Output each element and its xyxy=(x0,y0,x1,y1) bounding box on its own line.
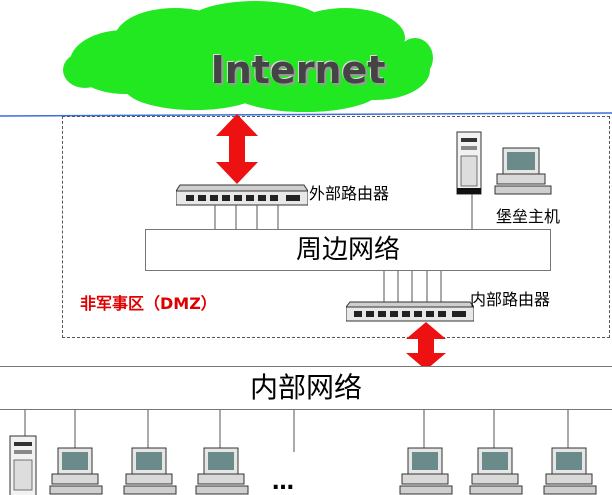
more-hosts-ellipsis: … xyxy=(272,470,296,495)
workstation-icon xyxy=(123,447,177,495)
perimeter-network-label: 周边网络 xyxy=(295,235,400,265)
server-tower-icon xyxy=(9,435,37,495)
perimeter-network-box xyxy=(145,229,551,271)
internal-hosts xyxy=(9,435,597,495)
double-arrow-icon xyxy=(406,322,446,370)
workstation-icon xyxy=(195,447,249,495)
internal-router-label: 内部路由器 xyxy=(470,290,551,309)
dmz-boundary xyxy=(62,116,610,338)
dmz-label: 非军事区（DMZ） xyxy=(80,294,217,313)
internal-network-label: 内部网络 xyxy=(249,371,362,404)
double-arrow-icon xyxy=(216,114,258,184)
horizon-line xyxy=(0,112,612,117)
workstation-icon xyxy=(49,447,103,495)
external-router-label: 外部路由器 xyxy=(309,184,390,203)
workstation-icon xyxy=(399,447,453,495)
bastion-host-icon xyxy=(456,131,552,195)
bastion-host-label: 堡垒主机 xyxy=(496,207,561,226)
internet-label: Internet xyxy=(210,48,386,92)
workstation-icon xyxy=(543,447,597,495)
internal-router-icon xyxy=(346,301,474,322)
cloud-icon xyxy=(63,1,433,112)
workstation-icon xyxy=(469,447,523,495)
internal-network-box xyxy=(0,366,612,410)
external-router-icon xyxy=(176,184,308,206)
